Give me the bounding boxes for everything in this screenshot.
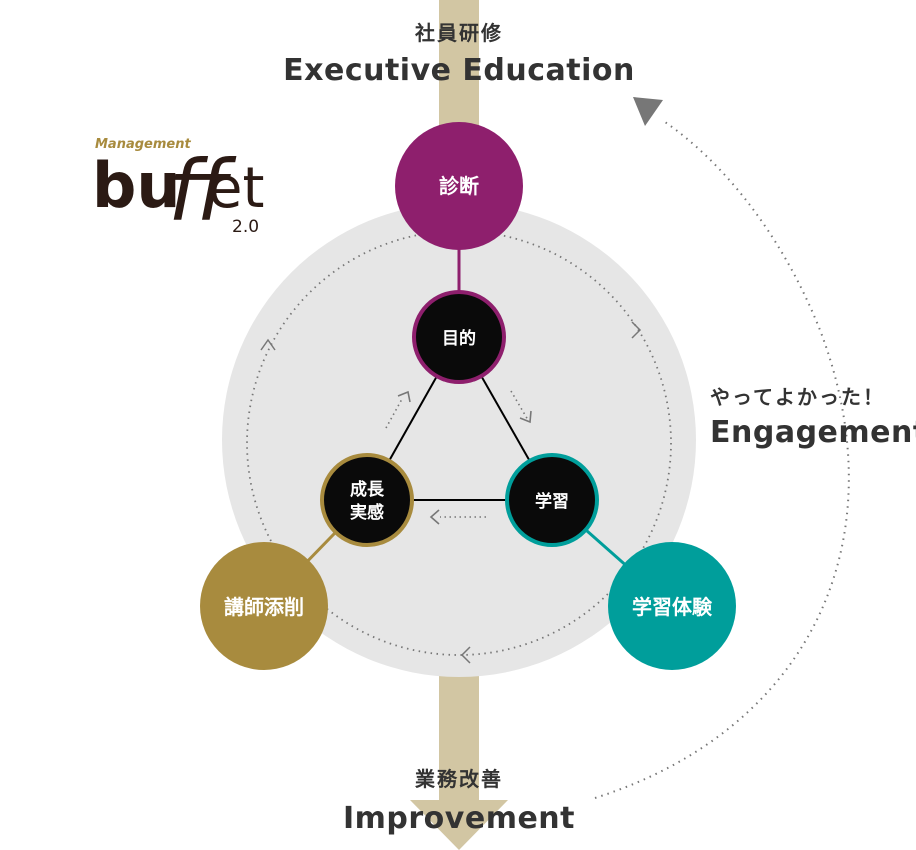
logo-version: 2.0 xyxy=(232,217,259,237)
node-purpose-label: 目的 xyxy=(442,328,476,349)
node-experience: 学習体験 xyxy=(608,542,736,670)
bottom-label-en: Improvement xyxy=(343,801,575,836)
inner-arrow-right-head-icon xyxy=(519,410,532,424)
node-growth-label-1: 成長 xyxy=(350,479,385,500)
node-feedback-label: 講師添削 xyxy=(224,595,304,619)
node-growth: 成長 実感 xyxy=(320,453,414,547)
inner-arrow-bottom-head-icon xyxy=(429,509,440,525)
ring-arrow-left-icon xyxy=(260,338,276,351)
engagement-loop-arrowhead-icon xyxy=(633,97,663,126)
inner-cycle-arrows xyxy=(385,390,532,525)
bottom-label-jp: 業務改善 xyxy=(415,767,503,791)
node-learning: 学習 xyxy=(505,453,599,547)
node-experience-label: 学習体験 xyxy=(632,595,713,619)
flow-arrow-head xyxy=(410,800,508,850)
logo-top-text: Management xyxy=(95,137,191,152)
right-label-jp: やってよかった！ xyxy=(710,385,885,409)
brand-logo: Management bu ff et 2.0 xyxy=(92,137,264,240)
node-diagnosis: 診断 xyxy=(395,122,523,250)
node-learning-label: 学習 xyxy=(535,491,569,512)
top-label-en: Executive Education xyxy=(283,53,635,88)
ring-arrow-bottom-icon xyxy=(460,646,471,664)
logo-b-u: bu xyxy=(92,149,181,222)
inner-arrow-left-head-icon xyxy=(397,390,411,403)
node-diagnosis-label: 診断 xyxy=(439,174,479,198)
logo-ff: ff xyxy=(168,142,237,240)
node-growth-label-2: 実感 xyxy=(350,502,384,523)
cycle-background-circle xyxy=(222,203,696,677)
ring-arrow-right-icon xyxy=(631,321,642,339)
top-label-jp: 社員研修 xyxy=(414,21,503,45)
logo-et: et xyxy=(208,156,264,221)
inner-arrow-right xyxy=(510,390,529,421)
node-purpose: 目的 xyxy=(412,290,506,384)
dotted-cycle-ring xyxy=(246,230,672,656)
node-feedback: 講師添削 xyxy=(200,542,328,670)
inner-arrow-left xyxy=(385,398,403,429)
right-label-en: Engagement xyxy=(710,415,916,450)
engagement-loop-arrow xyxy=(594,121,850,799)
